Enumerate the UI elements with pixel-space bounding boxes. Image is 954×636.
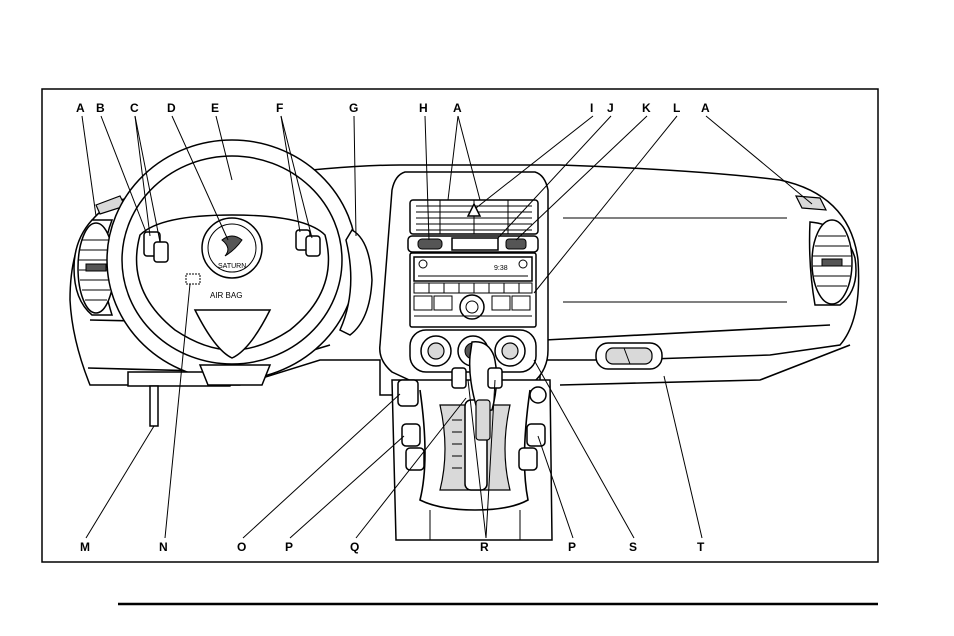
callout-label: G bbox=[349, 101, 358, 115]
glovebox-handle bbox=[595, 342, 663, 370]
callouts-top: A B C D E F G H A I J K L A bbox=[76, 101, 710, 115]
steering-column bbox=[198, 364, 272, 386]
center-console bbox=[391, 341, 553, 541]
callout-label: T bbox=[697, 540, 705, 554]
callouts-bottom: M N O P Q R P S T bbox=[80, 540, 705, 554]
leader-lines bbox=[81, 115, 813, 539]
callout-label: M bbox=[80, 540, 90, 554]
callout-label: A bbox=[453, 101, 462, 115]
callout-label: E bbox=[211, 101, 219, 115]
callout-label: I bbox=[590, 101, 593, 115]
callout-label: L bbox=[673, 101, 680, 115]
callout-label: A bbox=[76, 101, 85, 115]
callout-label: P bbox=[568, 540, 576, 554]
callout-label: H bbox=[419, 101, 428, 115]
brand-mark: SATURN bbox=[218, 263, 246, 270]
radio-time: 9:38 bbox=[494, 265, 508, 272]
callout-label: B bbox=[96, 101, 105, 115]
callout-label: A bbox=[701, 101, 710, 115]
callout-label: N bbox=[159, 540, 168, 554]
steering-wheel: SATURN AIR BAG bbox=[106, 139, 358, 381]
right-side-vent bbox=[794, 195, 857, 306]
figure-frame bbox=[41, 88, 879, 563]
callout-label: D bbox=[167, 101, 176, 115]
airbag-label: AIR BAG bbox=[210, 291, 242, 300]
callout-label: F bbox=[276, 101, 283, 115]
callout-label: Q bbox=[350, 540, 359, 554]
callout-label: K bbox=[642, 101, 651, 115]
ignition-pod bbox=[339, 228, 373, 336]
callout-label: O bbox=[237, 540, 246, 554]
center-stack: 9:38 bbox=[379, 171, 549, 386]
callout-label: S bbox=[629, 540, 637, 554]
callout-label: J bbox=[607, 101, 614, 115]
callout-label: C bbox=[130, 101, 139, 115]
callout-label: P bbox=[285, 540, 293, 554]
callout-label: R bbox=[480, 540, 489, 554]
